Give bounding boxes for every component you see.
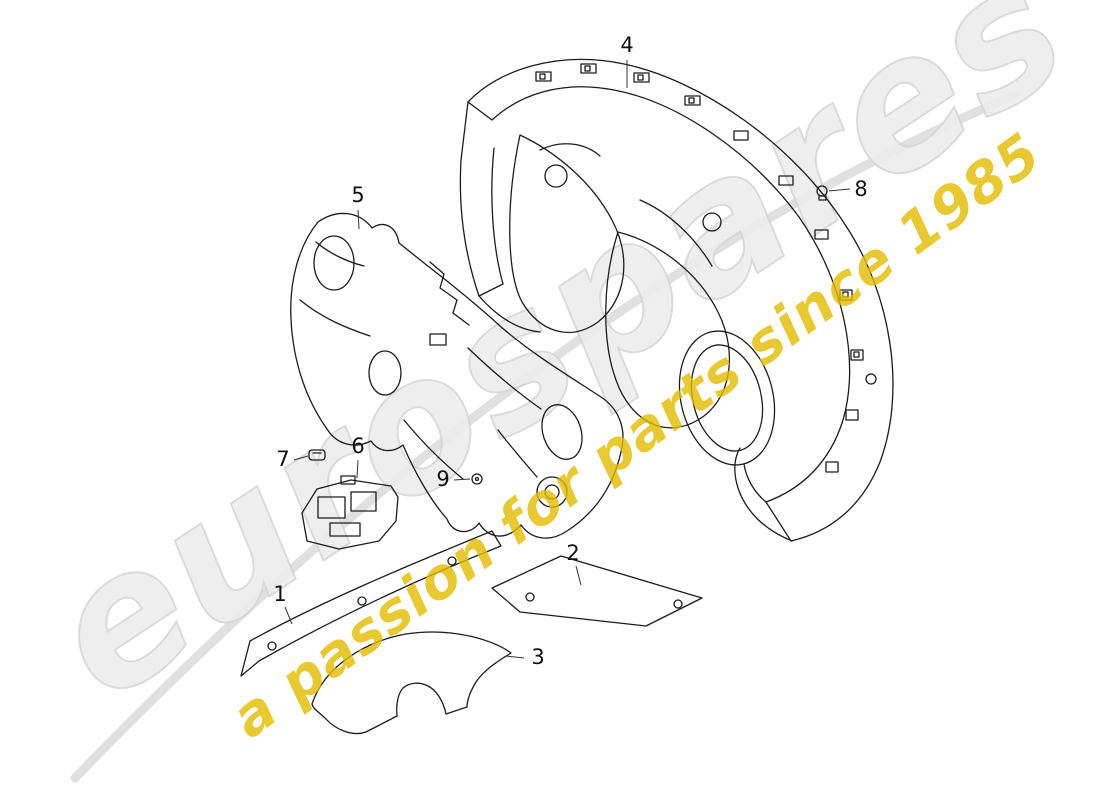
part-2-hole-left <box>525 592 535 602</box>
callout-9[interactable]: 9 <box>436 467 471 491</box>
callout-1-label[interactable]: 1 <box>273 582 286 606</box>
part-4-hole-top <box>544 164 568 188</box>
technical-drawing <box>240 58 894 735</box>
callout-2-label[interactable]: 2 <box>566 541 579 565</box>
part-7-body <box>308 449 326 461</box>
part-1-hole-mid <box>357 596 367 606</box>
callout-6-label[interactable]: 6 <box>351 434 364 458</box>
callout-7-label[interactable]: 7 <box>276 447 289 471</box>
callout-8-leader <box>828 188 851 192</box>
part-8-stem <box>818 195 827 201</box>
part-5-grommet-outer <box>536 476 568 508</box>
callout-8[interactable]: 8 <box>828 177 868 201</box>
part-2-sheet <box>491 555 703 627</box>
callout-2-leader <box>575 565 582 586</box>
part-7-clip <box>308 449 326 461</box>
callout-1[interactable]: 1 <box>273 582 293 625</box>
part-4-rear-panel <box>459 58 894 542</box>
part-6-bracket <box>301 475 399 550</box>
callout-3-label[interactable]: 3 <box>531 645 544 669</box>
part-3-liner <box>311 631 512 735</box>
part-4-mount-clips <box>535 63 864 473</box>
watermark-swoosh <box>70 90 1020 783</box>
part-1-strip <box>240 530 502 677</box>
part-4-opening-inner <box>690 344 764 452</box>
callout-6[interactable]: 6 <box>351 434 365 479</box>
part-1-outline <box>240 530 502 677</box>
part-4-hole-right <box>865 373 877 385</box>
part-5-hole-right <box>541 404 583 460</box>
callout-7-leader <box>293 455 309 461</box>
callouts: 1 2 3 4 5 6 <box>273 33 867 669</box>
part-5-sound-absorber <box>290 212 624 539</box>
part-6-outline <box>301 479 399 550</box>
callout-6-leader <box>356 459 359 479</box>
part-1-hole-right <box>447 556 457 566</box>
part-5-hole-lower <box>368 350 402 396</box>
part-5-contours <box>299 241 542 480</box>
callout-7[interactable]: 7 <box>276 447 309 471</box>
part-5-grommet-inner <box>544 484 560 500</box>
part-5-outline <box>290 212 624 539</box>
part-5-hole-upper <box>313 235 355 291</box>
callout-5[interactable]: 5 <box>351 183 365 230</box>
callout-8-label[interactable]: 8 <box>854 177 867 201</box>
part-2-outline <box>491 555 703 627</box>
callout-5-label[interactable]: 5 <box>351 183 364 207</box>
part-2-hole-right <box>673 599 683 609</box>
watermark: eurospares <box>12 0 1100 783</box>
part-1-hole-left <box>267 641 277 651</box>
part-4-hole-mid <box>702 212 722 232</box>
callout-4[interactable]: 4 <box>620 33 634 88</box>
part-3-outline <box>311 631 512 735</box>
part-6-cutouts <box>317 475 377 537</box>
callout-3-leader <box>505 655 525 659</box>
callout-9-label[interactable]: 9 <box>436 467 449 491</box>
callout-4-label[interactable]: 4 <box>620 33 633 57</box>
callout-3[interactable]: 3 <box>505 645 545 669</box>
part-9-center <box>474 476 480 482</box>
part-8-fastener <box>816 185 828 201</box>
part-9-fastener <box>471 473 483 485</box>
callout-1-leader <box>284 606 293 625</box>
part-4-pillar <box>459 101 541 333</box>
part-9-head <box>471 473 483 485</box>
watermark-brand-text: eurospares <box>13 0 1100 741</box>
callout-2[interactable]: 2 <box>566 541 582 586</box>
callout-9-leader <box>453 478 471 481</box>
callout-5-leader <box>357 209 360 230</box>
part-4-lower-bracket <box>734 447 793 542</box>
